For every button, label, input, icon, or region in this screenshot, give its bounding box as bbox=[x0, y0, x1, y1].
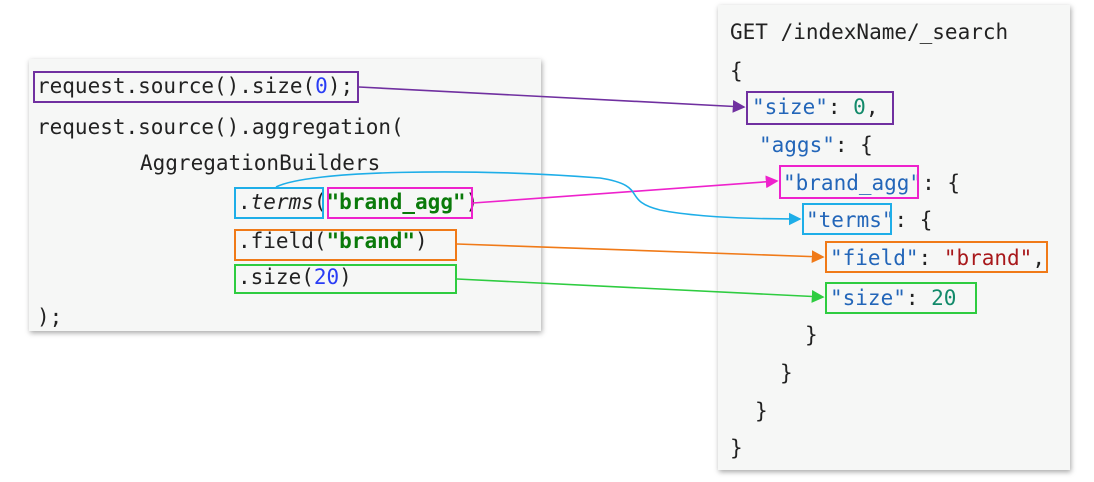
dsl-aggs-line: "aggs": { bbox=[759, 133, 873, 157]
java-terms-size-highlight bbox=[234, 264, 457, 294]
java-field-highlight bbox=[234, 229, 457, 261]
dsl-size-line: "size": 0, bbox=[752, 95, 879, 119]
java-size-highlight bbox=[33, 71, 359, 103]
dsl-size-highlight bbox=[746, 91, 894, 125]
java-line-aggregation: request.source().aggregation( bbox=[37, 115, 404, 139]
terms-arrow bbox=[275, 171, 802, 226]
dsl-field-highlight bbox=[825, 241, 1048, 273]
dsl-request-line: GET /indexName/_search bbox=[730, 20, 1009, 44]
size-arrow bbox=[358, 86, 746, 113]
dsl-close-brace-root: } bbox=[730, 436, 743, 460]
java-line-terms-size: .size(20) bbox=[238, 265, 352, 289]
dsl-terms-size-highlight bbox=[825, 282, 977, 314]
dsl-agg-name-highlight bbox=[779, 165, 919, 199]
dsl-agg-name-line: "brand_agg": { bbox=[783, 171, 961, 195]
dsl-close-brace-aggs: } bbox=[755, 399, 768, 423]
dsl-close-brace-terms: } bbox=[805, 323, 818, 347]
dsl-close-brace-agg: } bbox=[780, 361, 793, 385]
dsl-json-panel bbox=[718, 5, 1070, 470]
terms-size-arrow bbox=[456, 278, 825, 303]
dsl-terms-size-line: "size": 20 bbox=[830, 286, 957, 310]
java-terms-highlight bbox=[234, 187, 324, 219]
dsl-terms-highlight bbox=[802, 203, 892, 235]
field-arrow bbox=[456, 243, 825, 263]
java-line-size: request.source().size(0); bbox=[37, 74, 354, 98]
dsl-field-line: "field": "brand", bbox=[830, 246, 1045, 270]
dsl-open-brace: { bbox=[730, 59, 743, 83]
java-line-builders: AggregationBuilders bbox=[140, 151, 381, 175]
dsl-terms-line: "terms": { bbox=[806, 208, 933, 232]
java-line-field: .field("brand") bbox=[238, 229, 428, 253]
java-agg-name-highlight bbox=[327, 187, 473, 219]
agg-name-arrow bbox=[472, 175, 779, 204]
java-line-close: ); bbox=[37, 305, 63, 329]
